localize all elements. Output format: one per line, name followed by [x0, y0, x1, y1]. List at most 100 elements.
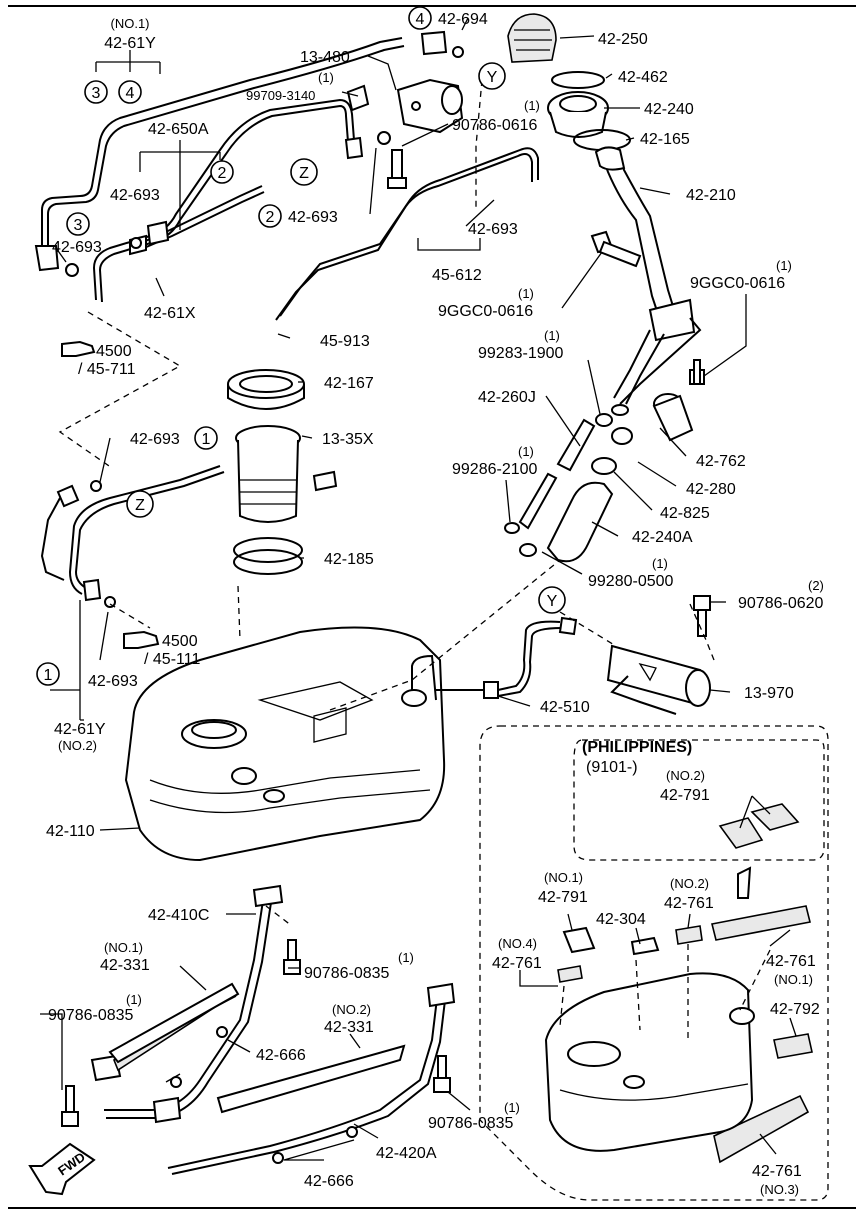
part-number-label: 42-761 — [752, 1163, 802, 1180]
hand-pointer-icon — [61, 340, 96, 357]
callout-qualifier: (1) — [652, 556, 668, 571]
ref-circle-z-top: Z — [290, 158, 318, 186]
part-number-label: 42-260J — [478, 389, 536, 406]
part-number-label: 42-791 — [538, 889, 588, 906]
part-number-label: 99286-2100 — [452, 461, 538, 478]
leader-lines — [40, 17, 797, 1161]
part-number-label: 42-693 — [130, 431, 180, 448]
tank-straps — [90, 884, 456, 1175]
svg-text:Y: Y — [547, 593, 558, 610]
part-number-label: 45-612 — [432, 267, 482, 284]
svg-text:3: 3 — [92, 85, 101, 102]
svg-text:4: 4 — [126, 85, 135, 102]
callout-qualifier: (2) — [808, 578, 824, 593]
part-number-label: / 45-111 — [144, 651, 200, 668]
callout-qualifier: (NO.2) — [332, 1002, 371, 1017]
region-title: (PHILIPPINES) — [582, 739, 692, 756]
part-number-label: 13-35X — [322, 431, 374, 448]
part-number-label: 42-693 — [288, 209, 338, 226]
ref-circle-3-left: 3 — [66, 212, 90, 236]
callout-qualifier: (NO.3) — [760, 1182, 799, 1197]
callout-qualifier: (NO.1) — [544, 870, 583, 885]
part-number-label: 4500 — [96, 343, 132, 360]
part-number-label: 42-791 — [660, 787, 710, 804]
callout-qualifier: (1) — [776, 258, 792, 273]
part-number-label: 45-913 — [320, 333, 370, 350]
svg-text:1: 1 — [44, 667, 53, 684]
vapor-line-no2 — [40, 465, 225, 608]
svg-text:2: 2 — [266, 209, 275, 226]
part-number-label: 42-61Y — [54, 721, 106, 738]
part-number-label: 42-331 — [100, 957, 150, 974]
part-number-label: 90786-0835 — [304, 965, 390, 982]
part-number-label: 42-110 — [46, 823, 95, 840]
part-number-label: 9GGC0-0616 — [690, 275, 785, 292]
circled-references: 3 4 4 2 2 3 1 1 — [36, 6, 566, 686]
ref-circle-4-top: 4 — [118, 80, 142, 104]
part-number-label: 42-61Y — [104, 35, 156, 52]
part-number-label: 42-280 — [686, 481, 736, 498]
callout-qualifier: (1) — [398, 950, 414, 965]
part-number-label: 42-666 — [304, 1173, 354, 1190]
callout-qualifier: (NO.1) — [774, 972, 813, 987]
part-number-label: 42-410C — [148, 907, 209, 924]
svg-text:1: 1 — [202, 431, 211, 448]
part-number-label: 99280-0500 — [588, 573, 674, 590]
ref-circle-3-top: 3 — [84, 80, 108, 104]
ref-circle-1-pump: 1 — [194, 426, 218, 450]
part-number-label: 42-185 — [324, 551, 374, 568]
part-number-label: 42-825 — [660, 505, 710, 522]
svg-text:4: 4 — [416, 11, 425, 28]
part-number-label: 13-480 — [300, 49, 350, 66]
part-number-label: 42-762 — [696, 453, 746, 470]
bolts — [61, 230, 711, 1127]
part-number-label: 42-167 — [324, 375, 374, 392]
part-number-label: 90786-0835 — [428, 1115, 514, 1132]
part-number-label: 90786-0616 — [452, 117, 538, 134]
part-number-label: / 45-711 — [78, 361, 136, 378]
canister-13-480 — [346, 78, 464, 189]
svg-text:2: 2 — [218, 165, 227, 182]
callout-qualifier: (NO.2) — [58, 738, 97, 753]
vent-valve-group — [436, 616, 711, 715]
filler-neck-42-210 — [594, 146, 702, 416]
part-number-label: 42-331 — [324, 1019, 374, 1036]
part-number-label: 42-61X — [144, 305, 196, 322]
philippines-region — [479, 725, 829, 1201]
part-number-label: 4500 — [162, 633, 198, 650]
fuel-pump-group — [227, 369, 338, 575]
part-number-label: 42-250 — [598, 31, 648, 48]
callout-qualifier: (NO.2) — [670, 876, 709, 891]
part-number-label: 42-304 — [596, 911, 646, 928]
part-number-label: 42-693 — [52, 239, 102, 256]
ref-circle-2-lower: 2 — [258, 204, 282, 228]
vapor-line-assembly — [34, 30, 539, 321]
part-number-label: 42-240A — [632, 529, 693, 546]
callout-qualifier: (1) — [518, 286, 534, 301]
part-number-label: 42-420A — [376, 1145, 437, 1162]
callout-qualifier: (1) — [524, 98, 540, 113]
callout-qualifier: (1) — [126, 992, 142, 1007]
part-number-label: 99283-1900 — [478, 345, 564, 362]
part-number-label: 42-210 — [686, 187, 736, 204]
part-number-label: 42-650A — [148, 121, 209, 138]
ref-circle-z-bottom: Z — [126, 490, 154, 518]
part-number-label: 13-970 — [744, 685, 794, 702]
callout-qualifier: (1) — [544, 328, 560, 343]
callout-qualifier: (1) — [318, 70, 334, 85]
ref-circle-y-top: Y — [478, 62, 506, 90]
part-number-label: 42-761 — [492, 955, 542, 972]
part-number-label: 42-693 — [110, 187, 160, 204]
part-number-label: 42-693 — [88, 673, 138, 690]
svg-text:Y: Y — [487, 69, 498, 86]
part-number-label: 42-165 — [640, 131, 690, 148]
fuel-tank-42-110 — [124, 626, 446, 862]
callout-qualifier: (NO.1) — [111, 16, 150, 31]
svg-text:Z: Z — [299, 165, 309, 182]
part-number-label: 42-792 — [770, 1001, 820, 1018]
ref-circle-4-right: 4 — [408, 6, 432, 30]
ref-circle-y-bottom: Y — [538, 586, 566, 614]
fwd-arrow: FWD — [28, 1142, 96, 1196]
part-number-label: 42-240 — [644, 101, 694, 118]
